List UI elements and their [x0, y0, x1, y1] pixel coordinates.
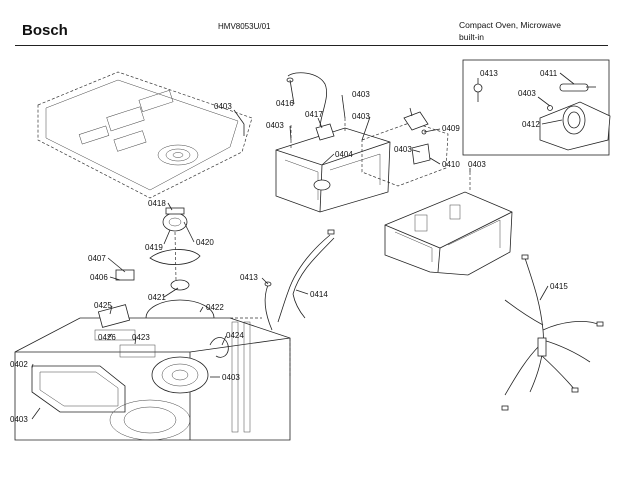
callout-0407: 0407	[88, 254, 106, 263]
callout-0409: 0409	[442, 124, 460, 133]
callout-0422: 0422	[206, 303, 224, 312]
callout-0413: 0413	[480, 69, 498, 78]
callout-0403: 0403	[266, 121, 284, 130]
callout-0403: 0403	[352, 90, 370, 99]
callout-0413: 0413	[240, 273, 258, 282]
callout-0403: 0403	[352, 112, 370, 121]
callout-0426: 0426	[98, 333, 116, 342]
callout-0403: 0403	[518, 89, 536, 98]
callout-0403: 0403	[394, 145, 412, 154]
brand-title: Bosch	[22, 22, 68, 39]
callout-0420: 0420	[196, 238, 214, 247]
callout-0418: 0418	[148, 199, 166, 208]
callout-0412: 0412	[522, 120, 540, 129]
callout-0403: 0403	[222, 373, 240, 382]
callout-0416: 0416	[276, 99, 294, 108]
callout-0423: 0423	[132, 333, 150, 342]
callout-0410: 0410	[442, 160, 460, 169]
callout-0406: 0406	[90, 273, 108, 282]
callout-0424: 0424	[226, 331, 244, 340]
center-bracket-assembly	[275, 72, 391, 213]
leader-lines	[31, 72, 575, 420]
callout-0403: 0403	[468, 160, 486, 169]
callout-0411: 0411	[540, 69, 558, 78]
description-line-2: built-in	[459, 32, 485, 42]
header-rule	[15, 45, 608, 46]
callout-0414: 0414	[310, 290, 328, 299]
right-upper-bracket	[361, 107, 449, 187]
callout-0402: 0402	[10, 360, 28, 369]
description-line-1: Compact Oven, Microwave	[459, 20, 562, 30]
oven-body-housing	[14, 269, 291, 441]
callout-0415: 0415	[550, 282, 568, 291]
wire-harness-right	[501, 254, 604, 411]
callout-0404: 0404	[335, 150, 353, 159]
right-lower-chassis	[384, 172, 513, 276]
callout-0419: 0419	[145, 243, 163, 252]
callout-0421: 0421	[148, 293, 166, 302]
wire-harness-center	[264, 229, 335, 331]
motor-fan-parts	[145, 207, 215, 337]
top-cover-panel	[37, 71, 253, 199]
callout-labels: 0403 0416 0417 0403 0403 0403 0404 0409 …	[10, 69, 568, 424]
model-number: HMV8053U/01	[218, 22, 271, 31]
callout-0417: 0417	[305, 110, 323, 119]
callout-0425: 0425	[94, 301, 112, 310]
callout-0403: 0403	[10, 415, 28, 424]
callout-0403: 0403	[214, 102, 232, 111]
